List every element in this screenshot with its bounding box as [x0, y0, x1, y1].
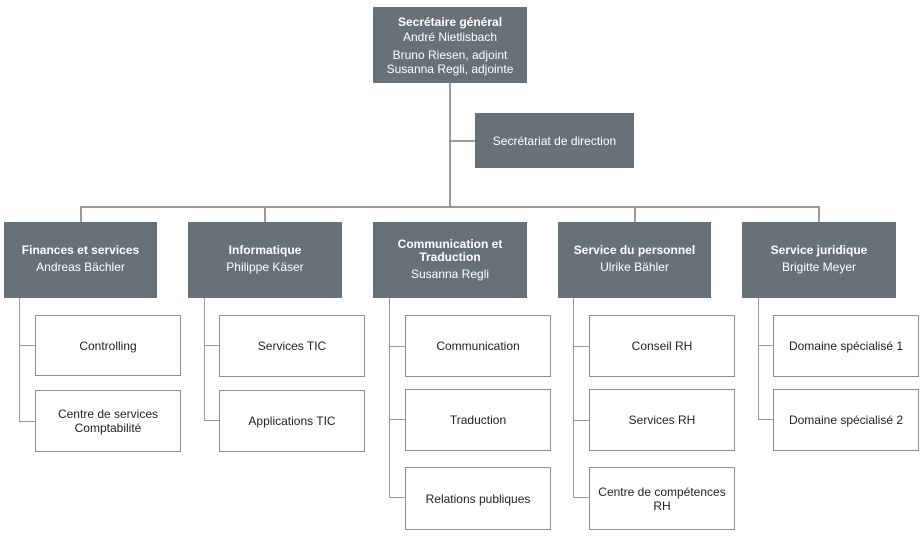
unit-label: Relations publiques	[425, 491, 531, 506]
unit-label: Communication	[436, 339, 520, 353]
deputy-1: Bruno Riesen, adjoint	[392, 47, 508, 62]
unit-communication: Communication	[405, 315, 551, 377]
unit-traduction: Traduction	[405, 389, 551, 451]
unit-label: Traduction	[449, 413, 507, 427]
connector-dept-2	[264, 206, 266, 222]
department-title: Finances et services	[21, 243, 140, 257]
department-box-communication: Communication et Traduction Susanna Regl…	[373, 222, 527, 298]
connector-dept-1	[80, 206, 82, 222]
department-head: Susanna Regli	[410, 267, 490, 281]
connector-top-vertical	[449, 83, 451, 207]
department-box-personnel: Service du personnel Ulrike Bähler	[558, 222, 711, 298]
department-title: Service du personnel	[573, 243, 696, 257]
staff-office-box: Secrétariat de direction	[475, 113, 634, 168]
department-title: Informatique	[228, 243, 302, 257]
connector-units-dept-1	[19, 298, 20, 422]
connector-dept-4	[634, 206, 636, 222]
connector-units-dept-4	[573, 298, 574, 498]
unit-domaine-specialise-2: Domaine spécialisé 2	[773, 389, 919, 451]
unit-applications-tic: Applications TIC	[219, 390, 365, 452]
connector-unit	[204, 420, 219, 421]
unit-controlling: Controlling	[35, 315, 181, 376]
connector-unit	[758, 419, 773, 420]
connector-horizontal-bus	[80, 206, 820, 208]
unit-label: Domaine spécialisé 1	[788, 339, 904, 353]
connector-units-dept-3	[389, 298, 390, 498]
connector-unit	[573, 497, 589, 498]
connector-unit	[758, 345, 773, 346]
connector-staff	[450, 140, 475, 142]
secretary-general-box: Secrétaire général André Nietlisbach Bru…	[373, 7, 527, 83]
unit-label: Conseil RH	[631, 339, 693, 353]
unit-centre-de-services-comptabilite: Centre de services Comptabilité	[35, 390, 181, 452]
department-head: Philippe Käser	[226, 260, 304, 274]
connector-dept-5	[818, 206, 820, 222]
unit-label: Centre de services Comptabilité	[57, 407, 159, 435]
connector-unit	[389, 346, 405, 347]
department-title: Communication et Traduction	[397, 237, 503, 264]
connector-unit	[389, 497, 405, 498]
unit-conseil-rh: Conseil RH	[589, 315, 735, 377]
connector-units-dept-5	[758, 298, 759, 420]
department-head: Brigitte Meyer	[781, 260, 857, 274]
department-box-finances: Finances et services Andreas Bächler	[4, 222, 157, 298]
connector-unit	[573, 346, 589, 347]
unit-label: Domaine spécialisé 2	[788, 413, 904, 427]
unit-relations-publiques: Relations publiques	[405, 467, 551, 530]
connector-unit	[19, 421, 35, 422]
unit-label: Services RH	[628, 413, 696, 427]
secretary-general-name: André Nietlisbach	[402, 29, 498, 44]
department-title: Service juridique	[770, 243, 868, 257]
unit-services-rh: Services RH	[589, 389, 735, 451]
secretary-general-title: Secrétaire général	[397, 14, 503, 29]
unit-domaine-specialise-1: Domaine spécialisé 1	[773, 315, 919, 377]
deputy-2: Susanna Regli, adjointe	[386, 61, 514, 76]
connector-units-dept-2	[204, 298, 205, 420]
connector-unit	[19, 345, 35, 346]
connector-unit	[573, 420, 589, 421]
unit-label: Controlling	[79, 338, 137, 353]
unit-services-tic: Services TIC	[219, 315, 365, 377]
connector-unit	[389, 419, 405, 420]
department-head: Andreas Bächler	[36, 260, 125, 274]
connector-unit	[204, 345, 219, 346]
unit-centre-de-competences-rh: Centre de compétences RH	[589, 467, 735, 530]
unit-label: Centre de compétences RH	[598, 484, 726, 513]
unit-label: Services TIC	[257, 339, 327, 353]
staff-office-label: Secrétariat de direction	[492, 133, 617, 148]
department-box-informatique: Informatique Philippe Käser	[188, 222, 342, 298]
department-box-juridique: Service juridique Brigitte Meyer	[742, 222, 896, 298]
department-head: Ulrike Bähler	[600, 260, 669, 274]
unit-label: Applications TIC	[248, 414, 336, 428]
